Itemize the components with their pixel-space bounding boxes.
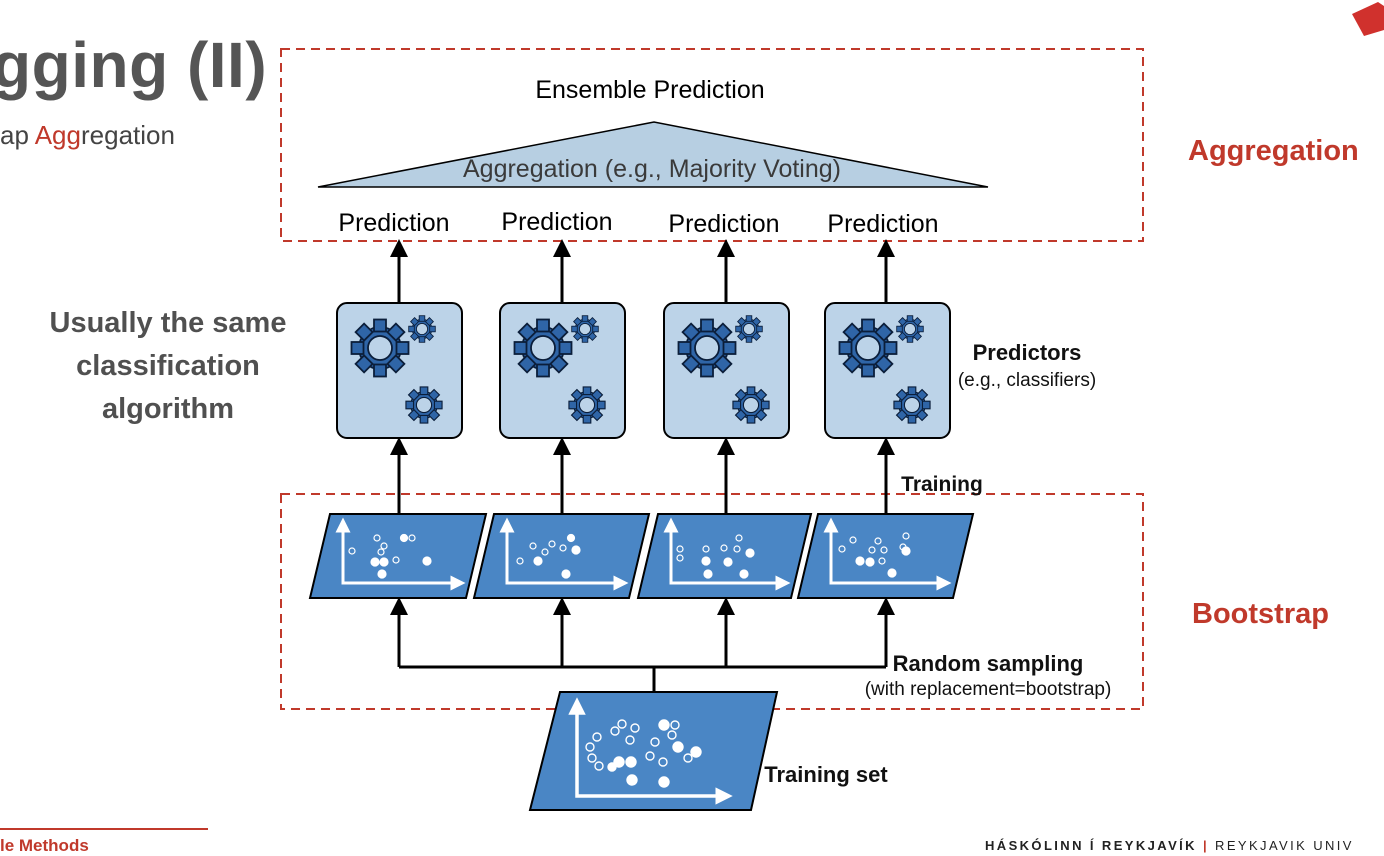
prediction-label-3: Prediction — [668, 210, 779, 238]
footer-university-en: REYKJAVIK UNIV — [1215, 838, 1354, 853]
bootstrap-sample-1 — [308, 513, 488, 599]
training-set-label: Training set — [764, 762, 888, 787]
predictor-3 — [663, 302, 790, 439]
footer-university: HÁSKÓLINN Í REYKJAVÍK | REYKJAVIK UNIV — [985, 838, 1354, 853]
slide-title: gging (II) — [0, 29, 268, 101]
aggregation-method-text: Aggregation (e.g., Majority Voting) — [463, 155, 841, 183]
predictor-1 — [336, 302, 463, 439]
predictors-subtitle: (e.g., classifiers) — [958, 370, 1096, 391]
gears-icon — [838, 318, 898, 378]
prediction-label-4: Prediction — [827, 210, 938, 238]
scatter-plot-icon — [568, 697, 733, 805]
prediction-label-1: Prediction — [338, 209, 449, 237]
random-sampling-label: Random sampling — [893, 651, 1084, 676]
footer-course-title: le Methods — [0, 836, 89, 855]
aggregation-region — [280, 48, 1144, 242]
random-sampling-subtitle: (with replacement=bootstrap) — [865, 679, 1112, 700]
slide-subtitle: ap Aggregation — [0, 120, 175, 151]
bootstrap-sample-4 — [796, 513, 975, 599]
subtitle-highlight: Agg — [34, 120, 81, 150]
aggregation-label: Aggregation — [1188, 135, 1359, 167]
scatter-plot-icon — [499, 517, 629, 591]
predictors-title: Predictors — [973, 340, 1082, 365]
bootstrap-sample-2 — [472, 513, 651, 599]
gears-icon — [677, 318, 737, 378]
footer-rule — [0, 828, 208, 830]
scatter-plot-icon — [335, 517, 466, 591]
gears-icon — [513, 318, 573, 378]
bootstrap-sample-3 — [636, 513, 813, 599]
training-set-panel — [528, 691, 779, 811]
scatter-plot-icon — [663, 517, 791, 591]
footer-separator: | — [1202, 838, 1210, 853]
gears-icon — [350, 318, 410, 378]
predictor-4 — [824, 302, 951, 439]
same-algorithm-note: Usually the same classification algorith… — [49, 307, 287, 425]
aggregation-triangle — [317, 121, 989, 188]
subtitle-suffix: regation — [80, 120, 175, 150]
predictor-2 — [499, 302, 626, 439]
bootstrap-label: Bootstrap — [1192, 598, 1329, 630]
training-label: Training — [901, 473, 983, 496]
scatter-plot-icon — [823, 517, 952, 591]
ensemble-prediction-text: Ensemble Prediction — [535, 76, 764, 104]
footer-university-is: HÁSKÓLINN Í REYKJAVÍK — [985, 838, 1197, 853]
subtitle-prefix: ap — [0, 120, 35, 150]
prediction-label-2: Prediction — [501, 208, 612, 236]
corner-logo-mark — [1352, 2, 1384, 36]
